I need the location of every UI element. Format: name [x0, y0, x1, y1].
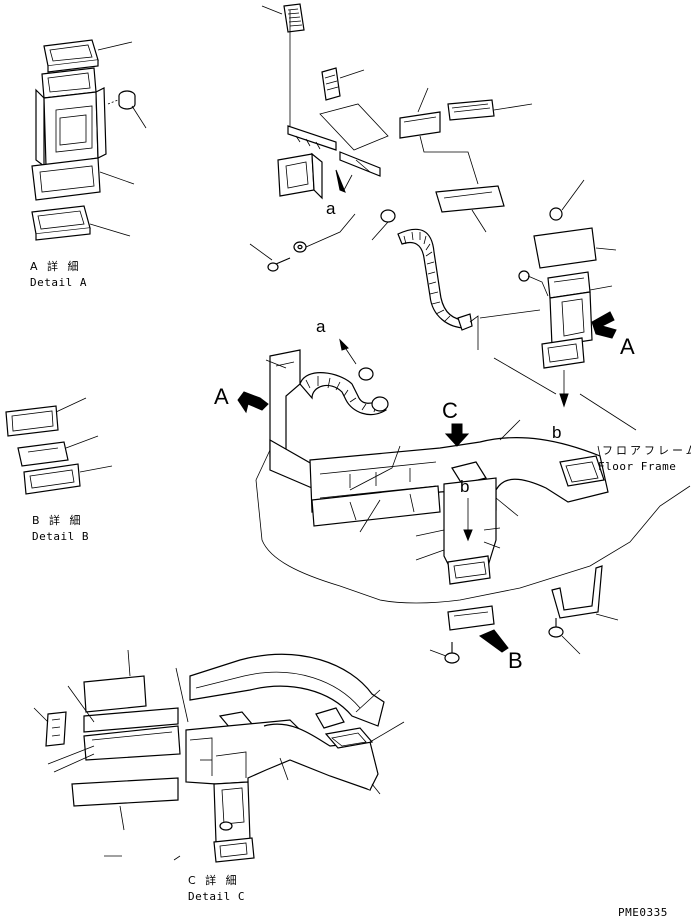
arrow-b — [478, 629, 509, 653]
washer — [293, 213, 356, 253]
top-right-grilles — [399, 87, 533, 233]
arrow-a-right — [591, 311, 617, 339]
detail-b-label-en: Detail B — [32, 530, 89, 543]
drawing-id: PME0335 — [618, 906, 668, 919]
floor-frame-label: フロアフレーム Floor Frame — [598, 444, 691, 473]
detail-a-bottom-grille — [31, 205, 91, 241]
main-floor-assembly: b C A a — [214, 317, 691, 604]
arrow-c — [444, 423, 470, 447]
arrow-a-left — [237, 391, 269, 414]
callout-A-right: A — [620, 334, 635, 359]
detail-c-group: C 詳 細 Detail C — [33, 649, 405, 903]
detail-a-top-grille — [43, 39, 99, 73]
lower-right-parts: B — [429, 565, 619, 673]
small-grille-1 — [283, 3, 305, 33]
floor-frame-en: Floor Frame — [598, 460, 676, 473]
detail-a-cap — [118, 90, 136, 110]
detail-c-label-jp: C 詳 細 — [188, 873, 240, 887]
callout-b-center: b — [460, 477, 469, 496]
center-vent-assembly — [277, 125, 381, 200]
callout-A-left: A — [214, 384, 229, 409]
detail-a-label-en: Detail A — [30, 276, 87, 289]
detail-a-label-jp: A 詳 細 — [30, 259, 82, 273]
callout-a-center: a — [316, 317, 326, 336]
detail-b-label-jp: B 詳 細 — [32, 513, 84, 527]
detail-c-label-en: Detail C — [188, 890, 245, 903]
callout-B: B — [508, 648, 523, 673]
detail-a-group: A 詳 細 Detail A — [30, 39, 147, 289]
small-grille-2 — [321, 67, 341, 101]
callout-C: C — [442, 398, 458, 423]
right-vent-assembly: A b — [493, 179, 637, 442]
flex-hose-upper — [371, 209, 541, 350]
callout-a-upper: a — [326, 199, 336, 218]
top-grille-parts: a — [249, 3, 389, 272]
screw-bolt — [249, 243, 291, 272]
detail-a-duct-body — [31, 67, 107, 201]
detail-b-group: B 詳 細 Detail B — [5, 397, 113, 543]
floor-frame-jp: フロアフレーム — [602, 444, 691, 457]
callout-b-right: b — [552, 423, 561, 442]
